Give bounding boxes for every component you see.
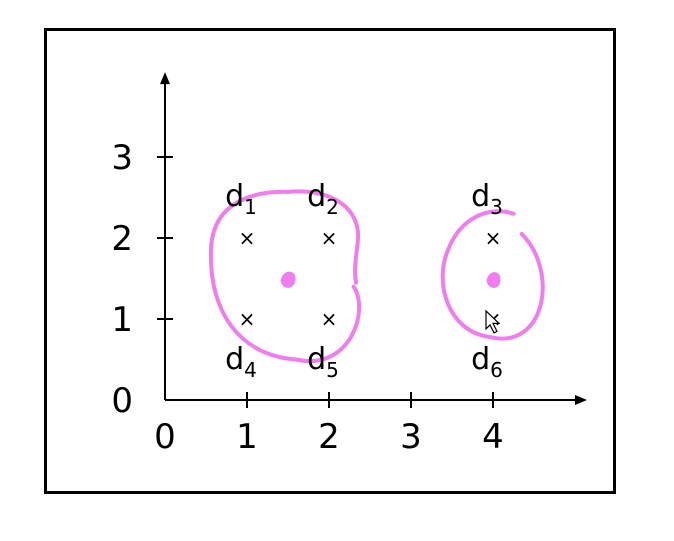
point-label-subscript: 2 [326,195,339,219]
point-label-subscript: 4 [244,358,257,382]
cluster-outline [286,189,361,285]
cluster-outline [208,189,362,364]
points: ×d1×d2×d3×d4×d5×d6 [225,179,503,382]
point-label: d1 [225,179,257,219]
point-marker: × [239,226,256,250]
point-label-subscript: 5 [326,358,339,382]
axes [160,72,587,405]
mouse-cursor-icon [485,309,501,334]
y-tick-label: 3 [111,138,133,178]
point-marker: × [239,307,256,331]
point-label-letter: d [225,179,244,214]
point-label-letter: d [307,179,326,214]
x-tick-label: 4 [482,417,504,457]
data-point: × d4 [225,307,257,382]
x-tick-label: 0 [154,417,176,457]
cluster-outline [440,209,545,341]
point-label: d3 [471,179,503,219]
point-marker: × [485,226,502,250]
x-tick-label: 3 [400,417,422,457]
point-label-letter: d [471,179,490,214]
data-point: × d5 [307,307,339,382]
point-label: d2 [307,179,339,219]
point-label-subscript: 6 [490,358,503,382]
point-marker: × [321,307,338,331]
point-label: d6 [471,342,503,382]
point-label-subscript: 1 [244,195,257,219]
point-label-letter: d [225,342,244,377]
point-label: d4 [225,342,257,382]
cluster-center [280,271,296,288]
cluster-annotations [208,189,545,364]
point-label-letter: d [471,342,490,377]
data-point: × d2 [307,179,339,250]
y-axis-arrow [160,72,170,85]
cluster-center [486,272,501,288]
point-label: d5 [307,342,339,382]
y-tick-label: 1 [111,300,133,340]
x-axis-arrow [575,395,587,405]
data-point: × d1 [225,179,257,250]
point-label-letter: d [307,342,326,377]
y-tick-label: 0 [111,381,133,421]
point-marker: × [321,226,338,250]
point-label-subscript: 3 [490,195,503,219]
data-point: × d3 [471,179,503,250]
y-tick-label: 2 [111,219,133,259]
x-tick-label: 1 [236,417,258,457]
ticks: 0 1 2 3 4 0 1 2 3 [111,138,503,457]
x-tick-label: 2 [318,417,340,457]
